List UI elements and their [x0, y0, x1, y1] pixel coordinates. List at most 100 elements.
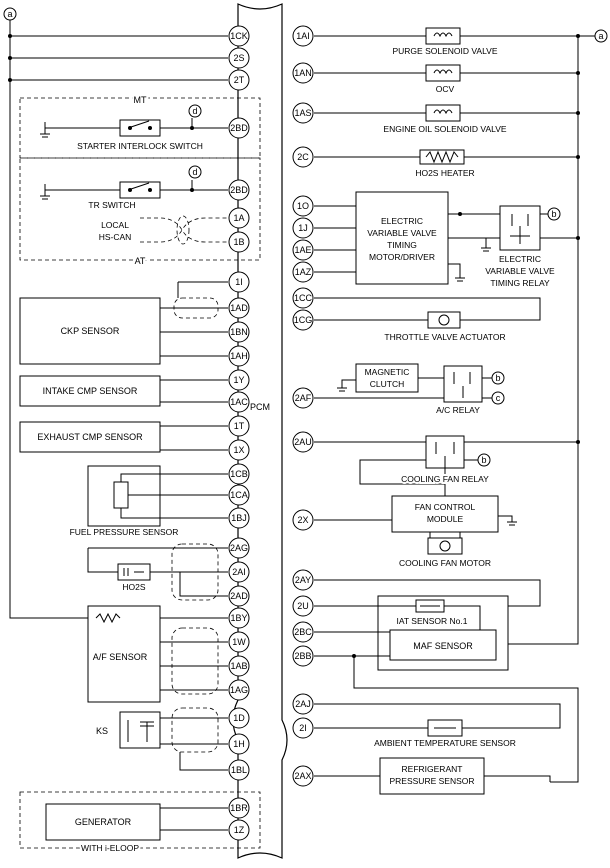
left-pin-label: 1AG	[230, 685, 248, 695]
ambient-temperature-sensor	[427, 719, 463, 737]
left-pin-2bd: 2BD	[228, 179, 250, 201]
tr-switch	[40, 180, 228, 200]
left-pin-label: 1AH	[230, 351, 248, 361]
left-pin-label: 1Y	[233, 375, 244, 385]
connector-d-at	[188, 165, 202, 179]
left-pin-2ad: 2AD	[228, 585, 250, 607]
left-pin-label: 1AC	[230, 397, 248, 407]
left-pin-label: 1D	[233, 713, 245, 723]
mt-group-label: MT	[134, 95, 147, 105]
right-pin-2ay: 2AY	[292, 569, 314, 591]
throttle-valve-actuator	[427, 311, 461, 329]
left-pin-label: 1W	[232, 637, 246, 647]
fan-control-module-box	[391, 495, 499, 533]
fan-control-module-label-1: FAN CONTROL	[415, 502, 476, 512]
evvt-driver-label-2: VARIABLE VALVE	[367, 228, 437, 238]
right-pin-label: 1AN	[294, 68, 312, 78]
exhaust-cmp-sensor-box	[19, 421, 161, 453]
right-pin-label: 1CG	[294, 315, 313, 325]
right-pin-label: 2C	[297, 152, 309, 162]
local-hs-can-label-2: HS-CAN	[99, 232, 132, 242]
magnetic-clutch-label-1: MAGNETIC	[365, 367, 410, 377]
right-pins: 1AI1AN1AS2C1O1J1AE1AZ1CC1CG2AF2AU2X2AY2U…	[292, 25, 314, 787]
ieloop-group-label: WITH i-ELOOP	[81, 843, 139, 853]
left-pin-2ag: 2AG	[228, 537, 250, 559]
right-pin-label: 1J	[298, 223, 308, 233]
right-pin-label: 1O	[297, 201, 309, 211]
left-pin-1ad: 1AD	[228, 297, 250, 319]
right-pin-2bb: 2BB	[292, 645, 314, 667]
engine-oil-solenoid-valve-label: ENGINE OIL SOLENOID VALVE	[383, 124, 506, 134]
evvt-driver-label-1: ELECTRIC	[381, 216, 423, 226]
left-pin-label: 1AB	[230, 661, 247, 671]
ambient-temperature-sensor-label: AMBIENT TEMPERATURE SENSOR	[374, 738, 516, 748]
refrigerant-pressure-sensor-label-2: PRESSURE SENSOR	[389, 776, 474, 786]
ks-label: KS	[96, 726, 108, 736]
left-pin-label: 1Z	[234, 825, 245, 835]
left-pin-1h: 1H	[228, 733, 250, 755]
evvt-relay-label-3: TIMING RELAY	[490, 278, 550, 288]
fuel-pressure-sensor-label: FUEL PRESSURE SENSOR	[70, 527, 179, 537]
left-pin-label: 1BL	[231, 765, 247, 775]
left-pin-label: 2AI	[232, 567, 246, 577]
magnetic-clutch-box	[355, 363, 419, 393]
ocv-label: OCV	[436, 84, 455, 94]
starter-interlock-switch	[40, 118, 228, 138]
left-pin-label: 2AG	[230, 543, 248, 553]
left-pin-label: 1AD	[230, 303, 248, 313]
left-pin-1i: 1I	[228, 271, 250, 293]
ckp-sensor-box	[19, 297, 161, 365]
right-pin-1an: 1AN	[292, 62, 314, 84]
left-pin-label: 1I	[235, 277, 243, 287]
left-pin-label: 1BR	[230, 803, 248, 813]
ieloop-group	[19, 791, 261, 849]
left-pin-label: 1BN	[230, 327, 248, 337]
right-pin-2au: 2AU	[292, 431, 314, 453]
left-pin-1ck: 1CK	[228, 25, 250, 47]
right-pin-1cg: 1CG	[292, 309, 314, 331]
left-pin-label: 1T	[234, 421, 245, 431]
left-pin-label: 1CB	[230, 469, 248, 479]
right-pin-label: 2BC	[294, 627, 312, 637]
ho2s-label: HO2S	[122, 582, 145, 592]
ho2s-heater	[419, 149, 465, 165]
fan-control-module-label-2: MODULE	[427, 514, 464, 524]
right-pin-2x: 2X	[292, 509, 314, 531]
left-pin-1by: 1BY	[228, 607, 250, 629]
evvt-motor-driver-box	[355, 191, 449, 285]
ho2s-heater-label: HO2S HEATER	[415, 168, 474, 178]
connector-b-fan	[477, 453, 491, 467]
left-pin-2s: 2S	[228, 47, 250, 69]
right-pin-label: 1AE	[294, 245, 311, 255]
at-group	[19, 157, 261, 261]
right-pin-label: 2AF	[295, 393, 312, 403]
right-pin-label: 2AU	[294, 437, 312, 447]
left-pin-2ai: 2AI	[228, 561, 250, 583]
connector-b-ac	[491, 371, 505, 385]
right-pin-1o: 1O	[292, 195, 314, 217]
left-pin-1b: 1B	[228, 231, 250, 253]
cooling-fan-motor	[427, 537, 463, 555]
left-pin-1w: 1W	[228, 631, 250, 653]
left-pin-1a: 1A	[228, 207, 250, 229]
connector-d-at-label: d	[192, 167, 197, 177]
af-sensor-box	[87, 605, 161, 703]
generator-label: GENERATOR	[75, 817, 132, 827]
magnetic-clutch-label-2: CLUTCH	[370, 379, 404, 389]
iat-sensor-no1	[415, 599, 445, 613]
left-pins: 1CK2S2T2BD2BD1A1B1I1AD1BN1AH1Y1AC1T1X1CB…	[228, 25, 250, 841]
evvt-relay-label-2: VARIABLE VALVE	[485, 266, 555, 276]
right-pin-1as: 1AS	[292, 102, 314, 124]
ks-box	[119, 711, 161, 749]
af-sensor-label: A/F SENSOR	[93, 652, 148, 662]
local-hs-can-label-1: LOCAL	[101, 220, 129, 230]
intake-cmp-sensor-label: INTAKE CMP SENSOR	[43, 386, 138, 396]
right-pin-2ax: 2AX	[292, 765, 314, 787]
maf-sensor-label: MAF SENSOR	[413, 641, 473, 651]
right-pin-2u: 2U	[292, 595, 314, 617]
left-pin-label: 2BD	[230, 123, 248, 133]
left-pin-1y: 1Y	[228, 369, 250, 391]
right-pin-1az: 1AZ	[292, 261, 314, 283]
left-pin-label: 1BJ	[231, 513, 247, 523]
pcm-label: PCM	[250, 402, 270, 412]
